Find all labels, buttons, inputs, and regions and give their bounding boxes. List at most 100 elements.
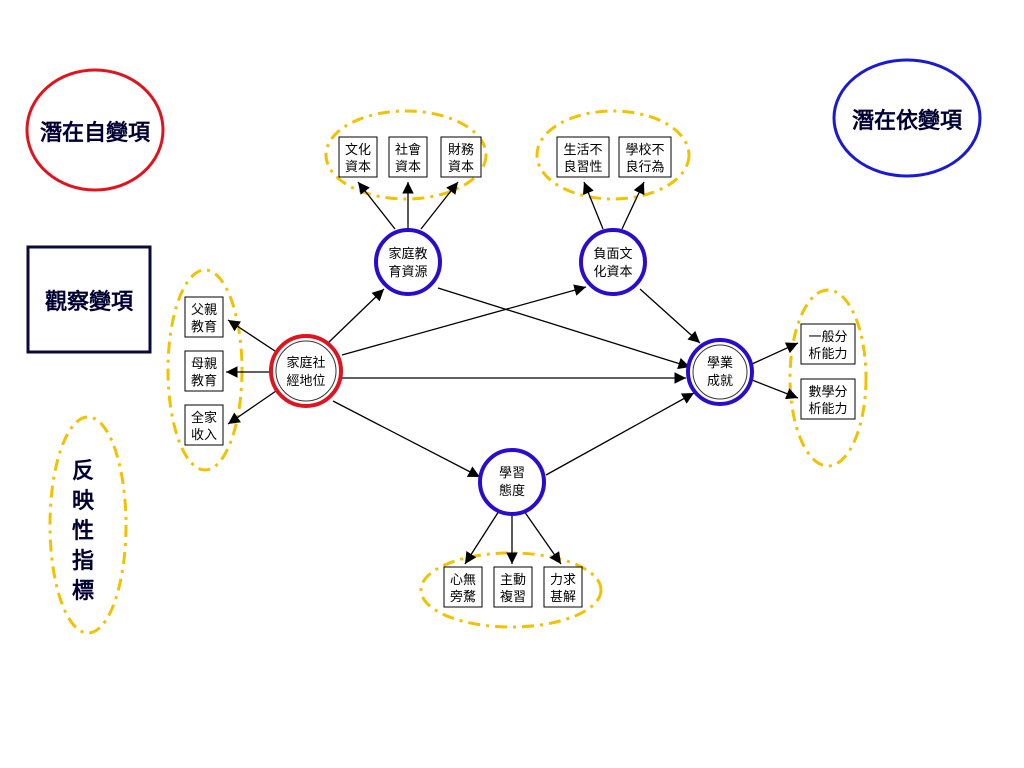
indicator-general-analysis-l1: 一般分	[808, 329, 847, 345]
indicator-math-analysis-l1: 數學分	[808, 385, 847, 400]
indicator-financial-capital-l2: 資本	[448, 160, 474, 175]
indicator-groups	[166, 109, 868, 629]
indicator-school-misbehavior-l2: 良行為	[625, 159, 664, 175]
loading-understanding	[523, 510, 562, 565]
indicator-labels: 文化 資本 社會 資本 財務 資本 生活不 良習性 學校不 良行為 父親 教育 …	[191, 142, 848, 605]
indicator-box	[440, 136, 482, 178]
paths	[226, 181, 799, 565]
latent-family-edu-resource: 家庭教 育資源	[374, 228, 442, 296]
loading-school-misbehavior	[621, 181, 645, 230]
indicator-rect	[493, 566, 533, 608]
latent-attitude-line1: 學習	[499, 466, 525, 481]
legend-observed-label: 觀察變項	[45, 289, 134, 315]
latent-attitude-circle	[478, 448, 546, 516]
latent-family-edu-circle	[374, 228, 442, 296]
indicator-culture-capital-l1: 文化	[345, 143, 371, 158]
latent-achievement-inner-ring	[692, 344, 748, 400]
indicator-general-analysis-l2: 析能力	[808, 347, 847, 362]
legend-observed: 觀察變項	[26, 245, 152, 354]
latent-ses-label-line2: 經地位	[286, 374, 325, 389]
indicator-box	[388, 136, 428, 178]
indicator-box	[556, 136, 610, 178]
indicator-rect	[800, 378, 856, 420]
indicator-father-edu-l1: 父親	[191, 303, 217, 318]
indicator-rect	[800, 323, 856, 365]
latent-achievement-circle	[686, 338, 754, 406]
latent-negative-cultural: 負面文 化資本	[579, 228, 647, 296]
latent-achievement: 學業 成就	[686, 338, 754, 406]
indicator-rect	[184, 350, 224, 392]
loading-math-analysis	[751, 379, 799, 400]
loading-culture-capital	[357, 181, 396, 230]
indicator-financial-capital-l1: 財務	[448, 143, 474, 158]
latent-attitude-line2: 態度	[499, 483, 525, 499]
group-oval-ses	[166, 268, 244, 472]
group-oval-attitude	[419, 551, 603, 629]
latent-negative-line2: 化資本	[593, 265, 632, 280]
legend-reflective: 反 映 性 指 標	[48, 415, 128, 635]
indicator-focus-l2: 旁騖	[450, 589, 476, 605]
path-attitude-to-achievement	[545, 392, 695, 476]
indicator-math-analysis-l2: 析能力	[808, 402, 847, 417]
indicator-rect	[618, 136, 672, 178]
latent-ses-inner-ring	[275, 340, 337, 402]
indicator-rect	[543, 566, 583, 608]
legend-latent-dependent-label: 潛在依變項	[852, 108, 963, 134]
group-oval-negative-cultural	[535, 109, 691, 201]
path-negative-to-achievement	[639, 288, 701, 344]
indicator-rect	[388, 136, 428, 178]
indicator-bad-habits-l2: 良習性	[563, 159, 602, 175]
indicator-box	[618, 136, 672, 178]
indicator-rect	[443, 566, 483, 608]
indicator-bad-habits-l1: 生活不	[563, 143, 602, 158]
path-family-edu-to-achievement	[437, 287, 691, 370]
indicator-social-capital-l2: 資本	[395, 160, 421, 175]
indicator-mother-edu-l1: 母親	[191, 357, 217, 372]
latent-achievement-line2: 成就	[707, 374, 733, 389]
indicator-rect	[184, 296, 224, 338]
path-ses-to-negative	[341, 284, 587, 356]
latent-family-edu-line2: 育資源	[388, 264, 427, 280]
indicator-box	[800, 378, 856, 420]
indicator-rect	[184, 404, 224, 446]
path-ses-to-family-edu	[327, 288, 385, 344]
indicator-box	[800, 323, 856, 365]
indicator-culture-capital-l2: 資本	[345, 160, 371, 175]
indicator-understanding-l2: 甚解	[550, 590, 576, 605]
legend-reflective-char: 指	[72, 548, 94, 574]
indicator-rect	[556, 136, 610, 178]
loading-focus	[464, 510, 500, 565]
legend-reflective-char: 反	[72, 458, 94, 484]
indicator-box	[443, 566, 483, 608]
loading-general-analysis	[751, 342, 799, 365]
latent-ses-label-line1: 家庭社	[286, 355, 325, 371]
indicator-box	[184, 350, 224, 392]
loading-family-income	[227, 390, 277, 425]
legend-latent-independent-label: 潛在自變項	[40, 120, 151, 146]
legend-yellow-oval	[48, 415, 128, 635]
legend-reflective-char: 性	[72, 518, 94, 544]
latent-negative-line1: 負面文	[593, 247, 632, 262]
latent-attitude: 學習 態度	[478, 448, 546, 516]
indicator-mother-edu-l2: 教育	[191, 373, 217, 389]
indicator-father-edu-l2: 教育	[191, 319, 217, 335]
indicator-review-l2: 複習	[500, 589, 526, 605]
loading-father-edu	[227, 319, 279, 354]
indicator-family-income-l1: 全家	[191, 410, 217, 426]
latent-ses: 家庭社 經地位	[269, 334, 343, 408]
legend-latent-independent: 潛在自變項	[25, 68, 165, 192]
group-oval-family-edu	[324, 109, 488, 201]
indicator-social-capital-l1: 社會	[395, 142, 421, 158]
indicator-box	[184, 404, 224, 446]
legend-reflective-char: 映	[72, 488, 95, 514]
indicator-box	[184, 296, 224, 338]
indicator-box	[338, 136, 378, 178]
indicator-box	[543, 566, 583, 608]
loading-bad-habits	[582, 181, 604, 230]
indicator-review-l1: 主動	[500, 573, 526, 588]
indicator-boxes	[184, 136, 856, 608]
indicator-rect	[338, 136, 378, 178]
indicator-school-misbehavior-l1: 學校不	[625, 142, 664, 158]
latent-negative-circle	[579, 228, 647, 296]
